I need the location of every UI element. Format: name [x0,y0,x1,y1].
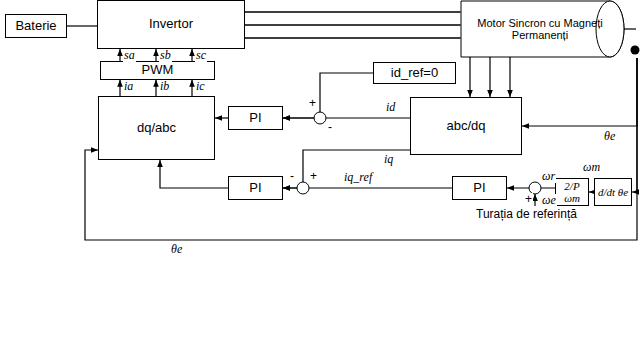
signal-connector [160,160,228,188]
sign-label: - [327,121,333,134]
sign-label: - [289,170,295,183]
reference-input-line [534,194,535,206]
sign-label: + [524,193,533,206]
signal-label: θe [603,130,616,143]
signal-label: ωe [541,194,557,207]
sign-label: Turația de referință [475,208,578,221]
derivative-box: d/dt θe [594,178,632,206]
node-text: PWM [142,63,174,77]
signal-connector [191,80,192,96]
node-text: PI [249,181,261,195]
signal-label: id [385,101,396,114]
signal-connector [632,58,637,192]
signal-label: ic [195,80,206,93]
sign-label: + [309,170,318,183]
signal-connector [119,49,120,61]
node-text: dq/abc [137,121,176,135]
summing-junction [314,112,326,124]
signal-label: ia [123,80,134,93]
signal-connector [155,80,156,96]
pwm-box: PWM [100,61,215,79]
transform-box: abc/dq [410,97,522,155]
signal-connector [155,49,156,61]
motor-shaft [624,28,636,29]
battery-box: Baterie [5,14,67,38]
signal-connector [522,58,637,126]
node-text: 2/P ωm [556,180,588,204]
signal-label: ωm [582,161,601,174]
signal-connector [85,58,637,240]
signal-label: sb [159,49,172,62]
signal-label: θe [170,243,183,256]
node-text: PI [249,111,261,125]
signal-connector [245,25,490,97]
signal-label: ib [159,80,170,93]
node-text: Motor Sincron cu Magneți Permanenți [460,17,640,41]
summing-junction [297,182,309,194]
signal-label: iq [383,153,394,166]
signal-connector [283,73,373,118]
node-text: id_ref=0 [391,66,438,80]
pi-controller: PI [228,106,283,130]
signal-label: ωr [541,170,556,183]
signal-connector [119,80,120,96]
signal-connector [67,25,97,26]
node-text: Invertor [149,17,193,31]
reference-box: id_ref=0 [373,62,456,84]
transform-box: dq/abc [98,96,215,160]
node-text: Baterie [15,19,56,33]
inverter-box: Invertor [97,0,245,49]
shaft-sensor [631,46,640,55]
signal-connector [191,49,192,61]
signal-label: iq_ref [343,171,373,184]
pi-controller: PI [228,176,283,200]
signal-connector [215,117,228,118]
pi-controller: PI [452,176,507,200]
signal-label: sc [195,49,207,62]
gain-box: 2/P ωm [555,178,589,206]
motor-cylinder: Motor Sincron cu Magneți Permanenți [460,0,640,58]
motor-end [596,1,624,57]
sign-label: + [308,97,317,110]
signal-connector [283,117,410,118]
node-text: d/dt θe [598,186,628,198]
node-text: abc/dq [446,119,485,133]
node-text: PI [473,181,485,195]
signal-label: sa [123,49,136,62]
